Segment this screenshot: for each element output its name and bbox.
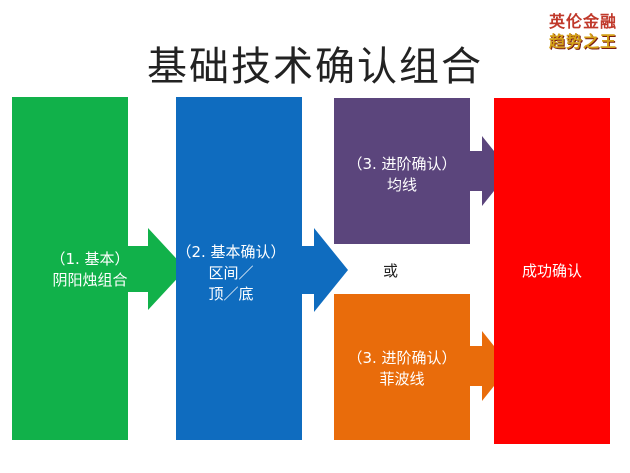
or-label: 或 <box>383 262 399 280</box>
step-3b-arrow <box>470 331 510 401</box>
step-3a-line1: （3. 进阶确认） <box>347 155 457 173</box>
step-3a-line2: 均线 <box>386 176 417 194</box>
step-3b-line2: 菲波线 <box>379 370 425 388</box>
step-4-line1: 成功确认 <box>521 262 582 280</box>
brand-logo: 英伦金融 趋势之王 <box>546 12 620 52</box>
step-1-arrow <box>128 228 186 310</box>
step-2-line2: 区间／ <box>208 264 254 282</box>
step-1-line2: 阴阳烛组合 <box>52 271 128 289</box>
step-1-label: （1. 基本） 阴阳烛组合 <box>20 249 160 291</box>
step-3a-arrow <box>470 136 510 206</box>
step-3b-block <box>334 294 470 440</box>
step-3b-line1: （3. 进阶确认） <box>347 349 457 367</box>
logo-line-2: 趋势之王 <box>548 32 617 51</box>
step-4-label: 成功确认 <box>494 261 610 282</box>
step-2-arrow <box>302 228 348 312</box>
step-3a-label: （3. 进阶确认） 均线 <box>334 154 470 196</box>
page-title: 基础技术确认组合 <box>147 44 483 90</box>
step-2-line3: 顶／底 <box>208 285 254 303</box>
step-2-line1: （2. 基本确认） <box>176 243 286 261</box>
step-3a-block <box>334 98 470 244</box>
step-2-label: （2. 基本确认） 区间／ 顶／底 <box>168 242 294 305</box>
step-2-block <box>176 97 302 440</box>
step-1-line1: （1. 基本） <box>50 250 130 268</box>
step-3b-label: （3. 进阶确认） 菲波线 <box>334 348 470 390</box>
step-4-block <box>494 98 610 444</box>
step-1-block <box>12 97 128 440</box>
logo-line-1: 英伦金融 <box>548 12 617 31</box>
